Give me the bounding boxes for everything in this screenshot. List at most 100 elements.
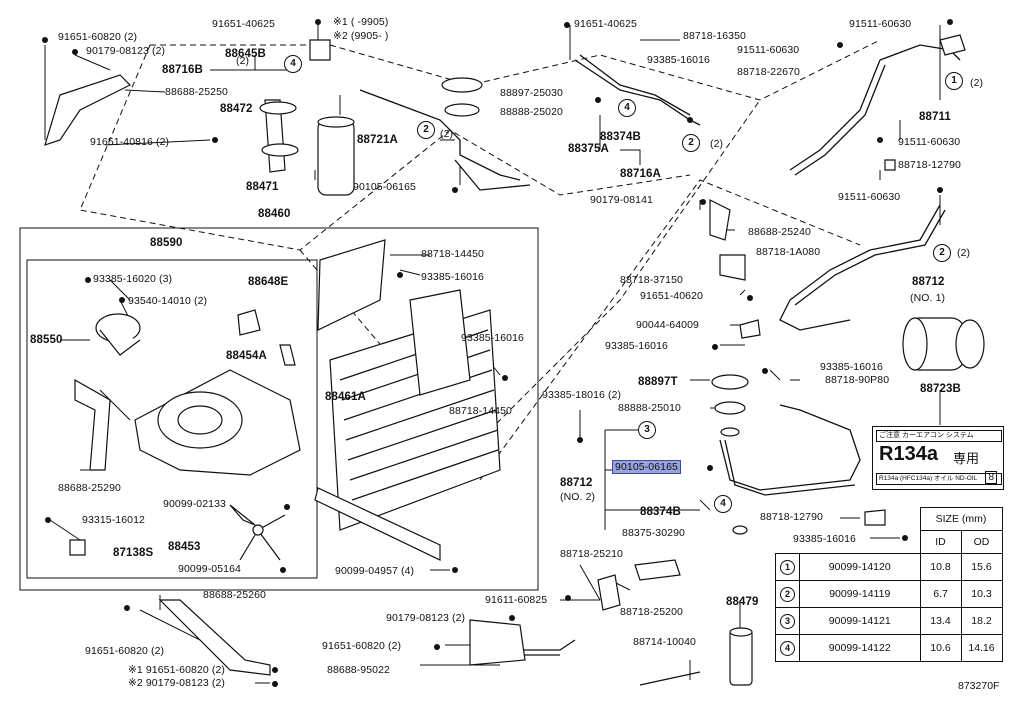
part-label: 90099-02133 xyxy=(163,498,226,510)
inner-diameter: 13.4 xyxy=(919,607,962,635)
part-label: 88712 xyxy=(560,477,593,489)
inner-diameter: 10.6 xyxy=(919,634,962,662)
part-label: 88718-14450 xyxy=(421,248,484,260)
part-label: 88374B xyxy=(640,506,681,518)
part-label: 93315-16012 xyxy=(82,514,145,526)
part-label: 93385-16016 xyxy=(461,332,524,344)
part-number: 90099-14122 xyxy=(799,634,921,662)
qty-label: (2) xyxy=(970,77,984,89)
qty-label: (2) xyxy=(710,138,724,150)
part-label: 88471 xyxy=(246,181,279,193)
part-label: 88718-1A080 xyxy=(756,246,821,258)
qty-label: (2) xyxy=(236,55,250,67)
part-label: 93385-16016 xyxy=(820,361,883,373)
table-row: 2 90099-14119 6.7 10.3 xyxy=(775,580,1003,608)
part-label: 88718-90P80 xyxy=(825,374,890,386)
part-label: 88718-14450 xyxy=(449,405,512,417)
part-label: 88718-37150 xyxy=(620,274,683,286)
part-label: 90099-04957 (4) xyxy=(335,565,415,577)
callout-circle: 4 xyxy=(714,495,732,513)
part-label: 93385-16020 (3) xyxy=(93,273,173,285)
qty-label: (2) xyxy=(440,128,454,140)
part-label: 88688-95022 xyxy=(327,664,390,676)
part-label: 88688-25260 xyxy=(203,589,266,601)
refrigerant-footer: R134a (HFC134a) オイル ND-OIL xyxy=(876,473,1002,485)
part-label: 91511-60630 xyxy=(849,18,912,30)
part-label: 88712 xyxy=(912,276,945,288)
callout-circle: 2 xyxy=(933,244,951,262)
refrigerant-name: R134a xyxy=(879,443,938,465)
part-label: 91651-60820 (2) xyxy=(322,640,402,652)
refrigerant-header: ご注意 カーエアコン システム xyxy=(876,430,1002,442)
refrigerant-number: 8 xyxy=(985,471,997,484)
outer-diameter: 18.2 xyxy=(960,607,1003,635)
id-header: ID xyxy=(919,530,962,554)
part-label: 88375-30290 xyxy=(622,527,685,539)
part-label: 88897T xyxy=(638,376,678,388)
part-number: 90099-14121 xyxy=(799,607,921,635)
part-label: 91651-40816 (2) xyxy=(90,136,170,148)
part-label: 88375A xyxy=(568,143,609,155)
part-label: 88716B xyxy=(162,64,203,76)
part-label: 91611-60825 xyxy=(485,594,548,606)
callout-circle: 4 xyxy=(284,55,302,73)
inner-diameter: 10.8 xyxy=(919,553,962,581)
part-label: 90179-08123 (2) xyxy=(86,45,166,57)
diagram-code: 873270F xyxy=(958,680,1000,692)
part-label: 88718-25200 xyxy=(620,606,683,618)
part-label: 93385-18016 (2) xyxy=(542,389,622,401)
size-title: SIZE (mm) xyxy=(919,507,1003,531)
table-row: 1 90099-14120 10.8 15.6 xyxy=(775,553,1003,581)
row-number: 1 xyxy=(780,559,795,575)
note-2: ※2 (9905- ) xyxy=(333,30,389,42)
part-label: 91651-40625 xyxy=(212,18,275,30)
part-label: ※1 91651-60820 (2) xyxy=(128,664,225,676)
part-label: 91651-40620 xyxy=(640,290,703,302)
callout-circle: 1 xyxy=(945,72,963,90)
o-ring-size-table: SIZE (mm) ID OD 1 90099-14120 10.8 15.6 … xyxy=(775,507,1003,662)
part-label: 88453 xyxy=(168,541,201,553)
od-header: OD xyxy=(960,530,1003,554)
part-label: 88374B xyxy=(600,131,641,143)
callout-circle: 2 xyxy=(417,121,435,139)
part-label: 88711 xyxy=(919,111,951,123)
part-label: 88718-12790 xyxy=(760,511,823,523)
part-number: 90099-14120 xyxy=(799,553,921,581)
row-number: 2 xyxy=(780,586,795,602)
part-label: 88688-25240 xyxy=(748,226,811,238)
part-label: 90179-08123 (2) xyxy=(386,612,466,624)
outer-diameter: 15.6 xyxy=(960,553,1003,581)
callout-circle: 3 xyxy=(638,421,656,439)
part-label: 91511-60630 xyxy=(838,191,901,203)
part-label: 88461A xyxy=(325,391,366,403)
part-label: 93540-14010 (2) xyxy=(128,295,208,307)
part-label: 88648E xyxy=(248,276,289,288)
part-label: 93385-16016 xyxy=(647,54,710,66)
part-label: (NO. 2) xyxy=(560,491,596,503)
part-label: 88454A xyxy=(226,350,267,362)
part-label: 91651-60820 (2) xyxy=(58,31,138,43)
part-label: 88888-25010 xyxy=(618,402,681,414)
part-label: ※2 90179-08123 (2) xyxy=(128,677,225,689)
part-label: 88888-25020 xyxy=(500,106,563,118)
part-label: 88716A xyxy=(620,168,661,180)
qty-label: (2) xyxy=(957,247,971,259)
note-1: ※1 ( -9905) xyxy=(333,16,389,28)
part-label: (NO. 1) xyxy=(910,292,946,304)
part-label: 93385-16016 xyxy=(605,340,668,352)
part-label: 88472 xyxy=(220,103,253,115)
part-label: 88897-25030 xyxy=(500,87,563,99)
highlighted-part-label[interactable]: 90105-06165 xyxy=(612,460,681,474)
part-label: 91651-40625 xyxy=(574,18,637,30)
outer-diameter: 10.3 xyxy=(960,580,1003,608)
inner-diameter: 6.7 xyxy=(919,580,962,608)
part-number: 90099-14119 xyxy=(799,580,921,608)
part-label: 91511-60630 xyxy=(898,136,961,148)
part-label: 93385-16016 xyxy=(421,271,484,283)
callout-circle: 4 xyxy=(618,99,636,117)
part-label: 88723B xyxy=(920,383,961,395)
row-number: 4 xyxy=(780,640,795,656)
part-label: 88688-25250 xyxy=(165,86,228,98)
callout-circle: 2 xyxy=(682,134,700,152)
